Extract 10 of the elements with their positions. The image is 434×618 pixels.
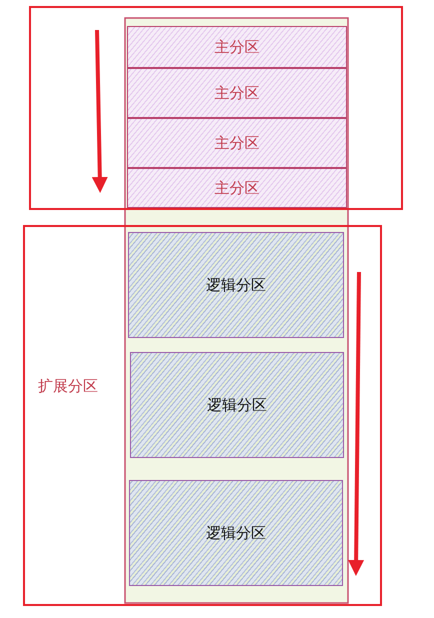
logical-partition-box: 逻辑分区 [128, 232, 344, 338]
primary-partition-box: 主分区 [127, 68, 347, 118]
primary-partition-box: 主分区 [127, 26, 347, 68]
partition-frame [29, 6, 403, 210]
primary-partition-box: 主分区 [127, 118, 347, 168]
primary-partition-box: 主分区 [127, 168, 347, 208]
logical-partition-box: 逻辑分区 [129, 480, 343, 586]
logical-partition-box: 逻辑分区 [130, 352, 344, 458]
partition-label: 扩展分区 [38, 377, 98, 396]
partition-frame [23, 225, 382, 606]
